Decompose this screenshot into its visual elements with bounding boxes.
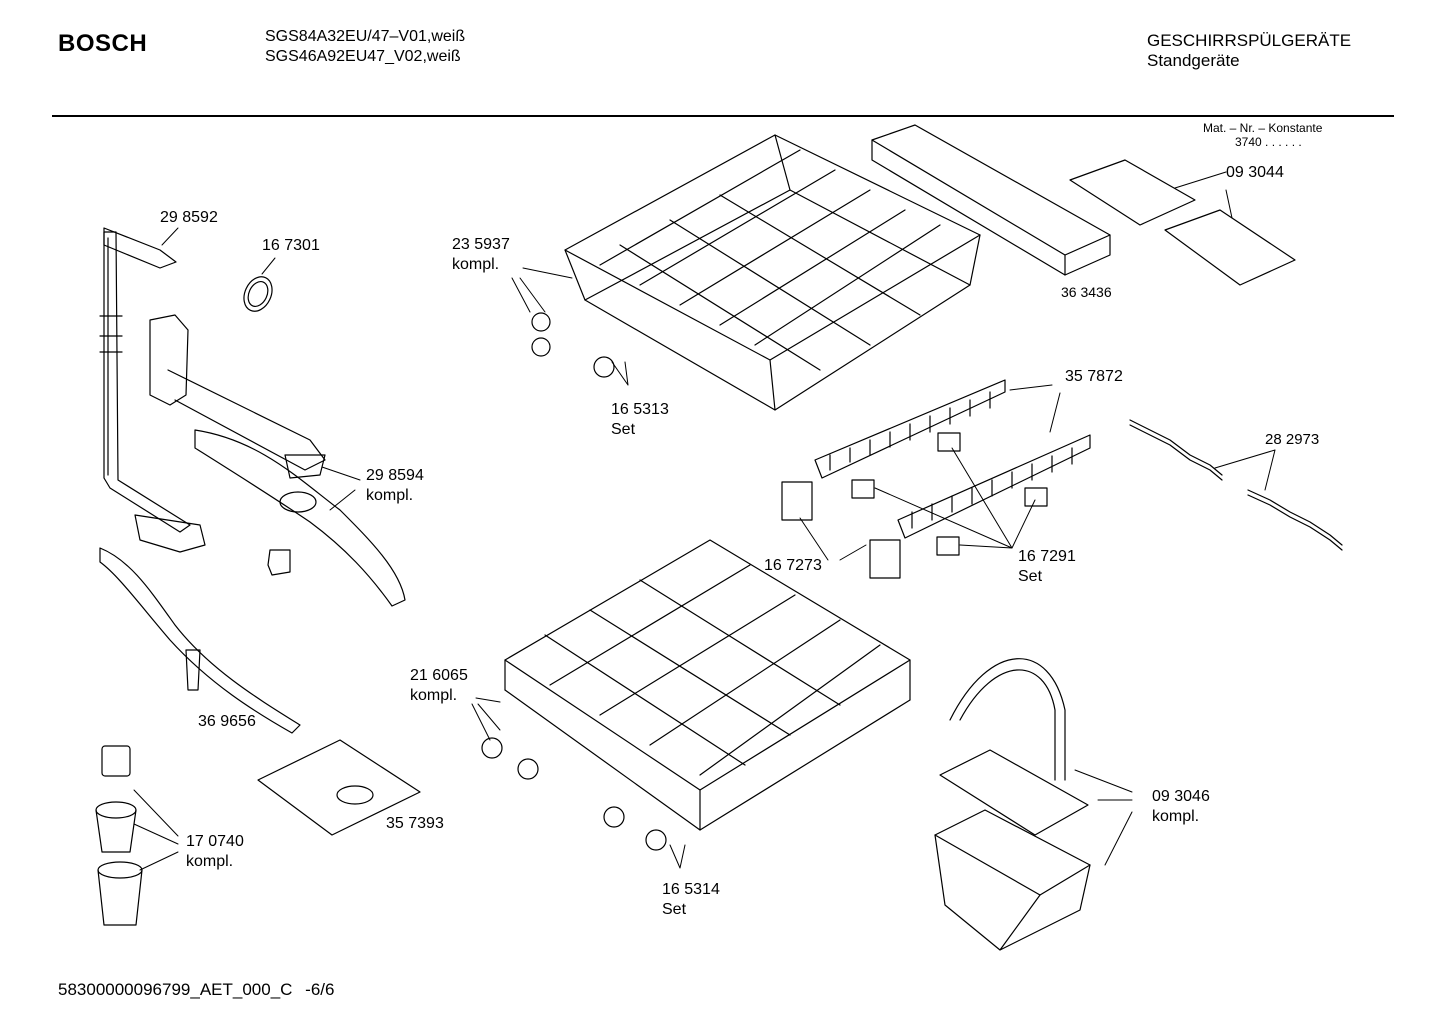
tine-row-upper <box>815 380 1005 478</box>
part-label-357872: 35 7872 <box>1065 368 1123 385</box>
category-block: GESCHIRRSPÜLGERÄTE Standgeräte <box>1147 31 1351 71</box>
sieve-plate <box>258 740 420 835</box>
lower-basket <box>505 540 910 830</box>
rollers <box>482 313 666 850</box>
part-label-167273: 16 7273 <box>764 557 822 574</box>
mat-nr-dots: . . . . . . <box>1265 135 1302 149</box>
cutlery-basket <box>935 659 1090 950</box>
part-label-298592: 29 8592 <box>160 209 218 226</box>
upper-basket <box>565 135 980 410</box>
document-footer: 58300000096799_AET_000_C -6/6 <box>58 980 334 1000</box>
part-label-363436: 36 3436 <box>1061 284 1112 300</box>
part-label-167301: 16 7301 <box>262 237 320 254</box>
tine-row-lower <box>898 435 1090 538</box>
category-subtitle: Standgeräte <box>1147 51 1240 70</box>
cutlery-tray <box>872 125 1110 275</box>
part-label-369656: 36 9656 <box>198 713 256 730</box>
header-divider <box>52 115 1394 117</box>
folding-racks <box>1130 420 1342 550</box>
brand-logo: BOSCH <box>58 30 148 57</box>
page-number: -6/6 <box>305 980 335 999</box>
filter-cap <box>239 272 278 316</box>
part-label-357393: 35 7393 <box>386 815 444 832</box>
part-label-282973: 28 2973 <box>1265 431 1320 448</box>
spray-supply-tube <box>100 228 205 552</box>
cup-shelf-2 <box>1165 210 1295 285</box>
cup-shelf-1 <box>1070 160 1195 225</box>
category-title: GESCHIRRSPÜLGERÄTE <box>1147 31 1352 50</box>
leader-lines <box>134 172 1275 870</box>
clip-parts <box>782 433 1047 578</box>
model-line-1: SGS84A32EU/47–V01,weiß <box>265 28 466 45</box>
model-line-2: SGS46A92EU47_V02,weiß <box>265 48 461 65</box>
filter-set <box>96 746 142 925</box>
spray-arm-lower <box>100 548 300 733</box>
model-list: SGS84A32EU/47–V01,weiß SGS46A92EU47_V02,… <box>265 27 465 67</box>
spray-arm-upper-assembly <box>195 430 405 606</box>
mat-nr-value: 3740 <box>1235 135 1262 149</box>
material-number-constant: Mat. – Nr. – Konstante 3740 . . . . . . <box>1203 121 1322 149</box>
mat-nr-label: Mat. – Nr. – Konstante <box>1203 121 1323 135</box>
part-label-093044: 09 3044 <box>1226 164 1284 181</box>
doc-id: 58300000096799_AET_000_C <box>58 980 293 999</box>
upper-spray-arm <box>150 315 325 478</box>
